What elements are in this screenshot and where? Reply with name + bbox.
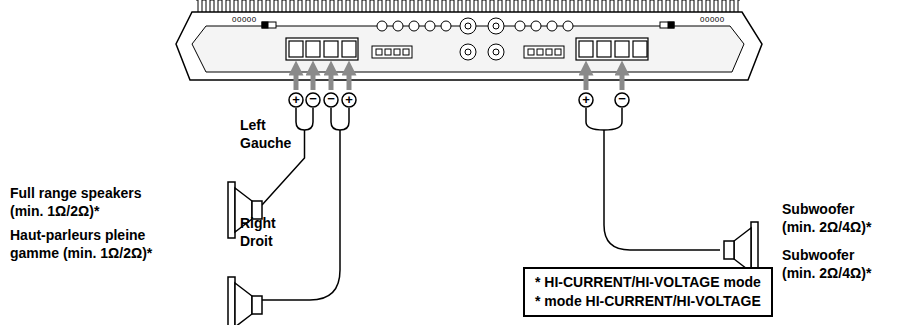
polarity-sign: −	[324, 92, 338, 106]
note-box: * HI-CURRENT/HI-VOLTAGE mode* mode HI-CU…	[523, 267, 773, 317]
subwoofer-spec: Subwoofer (min. 2Ω/4Ω)*	[782, 246, 890, 282]
speaker-spec: Full range speakers (min. 1Ω/2Ω)*	[10, 184, 160, 220]
polarity-sign: +	[342, 93, 356, 107]
note-text: * mode HI-CURRENT/HI-VOLTAGE	[535, 292, 761, 311]
control-knobs	[377, 18, 573, 60]
channel-label: Gauche	[240, 134, 291, 152]
polarity-sign: −	[306, 92, 320, 106]
input-connectors	[372, 46, 564, 58]
amplifier-body	[176, 12, 762, 80]
subwoofer-spec: Subwoofer (min. 2Ω/4Ω)*	[782, 200, 890, 236]
speaker-spec: Haut-parleurs pleine gamme (min. 1Ω/2Ω)*	[10, 226, 175, 262]
right-speaker	[228, 277, 262, 325]
channel-label: Right	[240, 214, 276, 232]
polarity-sign: −	[615, 92, 629, 106]
note-text: * HI-CURRENT/HI-VOLTAGE mode	[535, 273, 761, 292]
panel-marking: 00000	[232, 15, 257, 24]
polarity-sign: +	[289, 93, 303, 107]
channel-label: Droit	[240, 232, 273, 250]
polarity-sign: +	[579, 93, 593, 107]
channel-label: Left	[240, 116, 266, 134]
switches	[262, 22, 674, 28]
panel-marking: 00000	[700, 15, 725, 24]
insert-arrows	[296, 68, 622, 90]
speaker-terminals	[286, 38, 648, 60]
polarity-circles	[289, 93, 629, 107]
